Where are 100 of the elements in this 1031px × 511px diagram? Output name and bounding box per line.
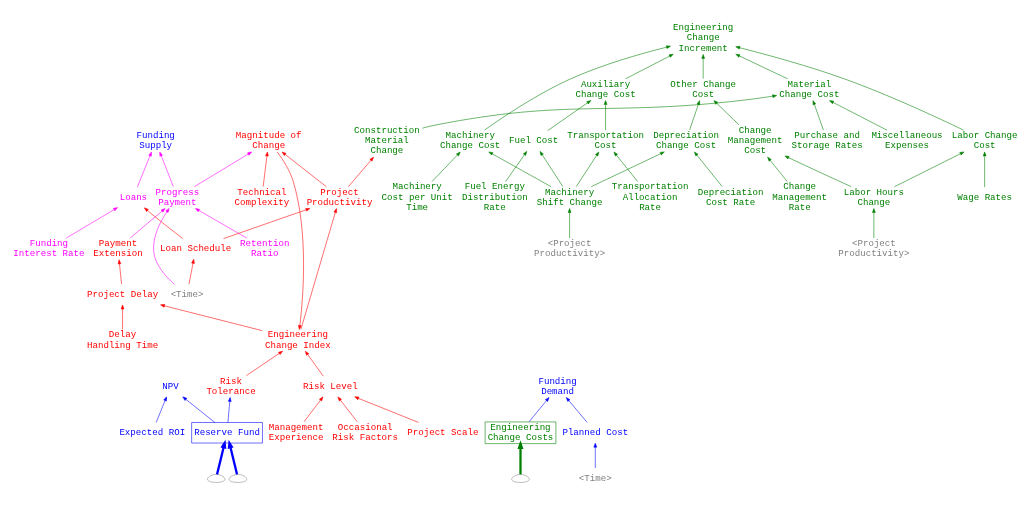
node-text: Management Experience — [268, 421, 324, 444]
arrow — [337, 396, 358, 423]
arrow — [305, 350, 324, 377]
node-text: Delay Handling Time — [86, 329, 159, 351]
node-text: Labor Change Cost — [951, 130, 1018, 152]
node-text: Miscellaneous Expenses — [871, 130, 943, 152]
node-cloud — [207, 474, 226, 483]
node-text: Depreciation Cost Rate — [697, 186, 764, 208]
arrow — [894, 151, 965, 187]
node-text: <Time> — [578, 472, 612, 484]
arrow — [144, 207, 184, 239]
node-text: Retention Ratio — [240, 237, 290, 260]
node-text: Construction Material Change — [354, 124, 420, 157]
node-text: Engineering Change Index — [264, 329, 331, 351]
node-text: Material Change Cost — [779, 78, 840, 100]
node-text: Occasional Risk Factors — [332, 421, 399, 444]
node-text: Machinery Change Cost — [440, 130, 501, 152]
node-text: Funding Supply — [136, 130, 175, 152]
arrow — [735, 54, 788, 80]
arrow — [566, 397, 588, 423]
node-text: Progress Payment — [155, 186, 200, 208]
arrow — [227, 397, 232, 423]
arrow — [182, 396, 216, 423]
node-text: Project Productivity — [306, 186, 373, 208]
arrow — [227, 439, 239, 475]
arrow — [576, 151, 600, 187]
node-text: Machinery Cost per Unit Time — [381, 181, 453, 213]
node-text: Change Management Rate — [772, 181, 828, 213]
arrow — [246, 350, 283, 376]
arrow — [488, 151, 552, 187]
node-text: Payment Extension — [93, 237, 143, 260]
node-text: Fuel Energy Distribution Rate — [461, 181, 528, 213]
arrow — [223, 208, 311, 239]
arrow — [701, 54, 705, 79]
arrow — [276, 151, 304, 330]
node-text: Planned Cost — [562, 426, 629, 438]
node-text: <Project Productivity> — [838, 237, 910, 260]
arrow — [431, 151, 461, 182]
node-text: Funding Demand — [538, 375, 577, 397]
arrow — [517, 440, 524, 475]
node-text: Funding Interest Rate — [13, 237, 85, 260]
arrow — [872, 208, 876, 239]
arrow — [281, 151, 327, 187]
node-text: Auxiliary Change Cost — [575, 78, 636, 100]
arrow — [547, 100, 592, 131]
arrow — [689, 100, 700, 131]
arrow — [354, 396, 419, 423]
arrow — [65, 207, 118, 239]
arrow — [215, 439, 227, 475]
node-text: Fuel Cost — [508, 135, 559, 147]
arrow — [539, 151, 564, 187]
arrow — [188, 259, 195, 285]
arrow — [982, 151, 987, 188]
node-text: Loans — [119, 191, 148, 203]
arrow — [590, 151, 665, 187]
arrow — [613, 151, 638, 182]
node-text: Technical Complexity — [234, 186, 290, 208]
arrow — [735, 46, 964, 131]
node-text: <Project Productivity> — [534, 237, 606, 260]
node-text: Machinery Shift Change — [536, 186, 603, 208]
node-text: Transportation Cost — [567, 130, 644, 152]
node-text: Project Scale — [407, 426, 479, 438]
node-text: Risk Level — [303, 380, 358, 392]
arrow — [159, 151, 174, 187]
node-text: Labor Hours Change — [843, 186, 905, 208]
arrow — [713, 100, 740, 126]
arrow — [262, 151, 269, 187]
node-text: Depreciation Change Cost — [653, 130, 719, 152]
arrow — [784, 155, 852, 187]
arrow — [829, 100, 888, 131]
arrow — [348, 156, 374, 187]
node-box: Reserve Fund — [191, 422, 263, 444]
arrow — [303, 396, 324, 423]
arrow — [593, 442, 597, 469]
arrow — [137, 151, 152, 188]
arrow — [155, 396, 167, 423]
node-text: Wage Rates — [957, 191, 1013, 203]
arrow — [625, 54, 674, 80]
arrow — [767, 156, 788, 182]
node-text: Magnitude of Change — [235, 130, 302, 152]
arrow — [422, 94, 777, 129]
arrow — [484, 45, 671, 131]
arrow — [160, 304, 263, 331]
arrow — [505, 151, 528, 182]
arrow — [120, 304, 125, 330]
node-text: Loan Schedule — [160, 243, 232, 255]
node-cloud — [228, 474, 247, 483]
node-text: <Time> — [170, 288, 204, 300]
arrow — [528, 397, 550, 423]
node-text: Transportation Allocation Rate — [611, 181, 689, 213]
arrow — [567, 208, 572, 239]
arrow — [694, 151, 723, 187]
arrow — [194, 151, 252, 187]
node-text: Expected ROI — [119, 426, 186, 438]
arrow — [117, 259, 122, 285]
node-text: Risk Tolerance — [206, 375, 256, 397]
arrow — [129, 208, 166, 239]
node-text: Purchase and Storage Rates — [791, 130, 863, 152]
node-cloud — [511, 474, 530, 483]
node-text: Project Delay — [86, 288, 159, 300]
